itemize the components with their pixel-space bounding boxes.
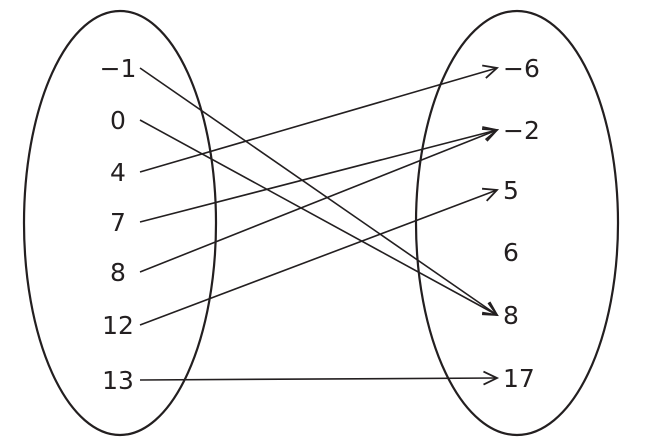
domain-value: 0 xyxy=(110,106,126,135)
domain-value: 13 xyxy=(102,366,134,395)
arrowhead-icon xyxy=(481,128,499,142)
arrow-line xyxy=(139,129,498,273)
range-value: 5 xyxy=(503,176,519,205)
arrowhead-icon xyxy=(481,187,499,202)
range-value: −2 xyxy=(503,116,540,145)
mapping-arrow xyxy=(139,126,500,223)
mapping-arrow xyxy=(139,128,499,273)
arrow-line xyxy=(139,129,498,223)
domain-value: 4 xyxy=(110,158,126,187)
mapping-arrow xyxy=(139,67,499,317)
range-value: −6 xyxy=(503,54,540,83)
arrowhead-icon xyxy=(481,302,499,316)
domain-value: 7 xyxy=(110,208,126,237)
mapping-arrow xyxy=(139,370,500,386)
range-value: 17 xyxy=(503,364,535,393)
domain-value: 8 xyxy=(110,258,126,287)
arrow-line xyxy=(139,67,498,173)
mapping-arrow xyxy=(139,64,499,173)
arrow-line xyxy=(139,119,498,316)
range-value: 8 xyxy=(503,301,519,330)
domain-value: −1 xyxy=(100,54,137,83)
arrow-line xyxy=(139,189,498,326)
domain-ellipse xyxy=(22,9,218,437)
range-ellipse xyxy=(414,9,620,437)
arrowhead-icon xyxy=(482,64,499,79)
range-value: 6 xyxy=(503,238,519,267)
arrowhead-icon xyxy=(483,370,500,386)
arrow-line xyxy=(139,67,498,316)
mapping-arrow xyxy=(139,187,499,326)
arrow-line xyxy=(139,377,498,381)
mapping-arrow xyxy=(139,119,499,316)
domain-value: 12 xyxy=(102,311,134,340)
